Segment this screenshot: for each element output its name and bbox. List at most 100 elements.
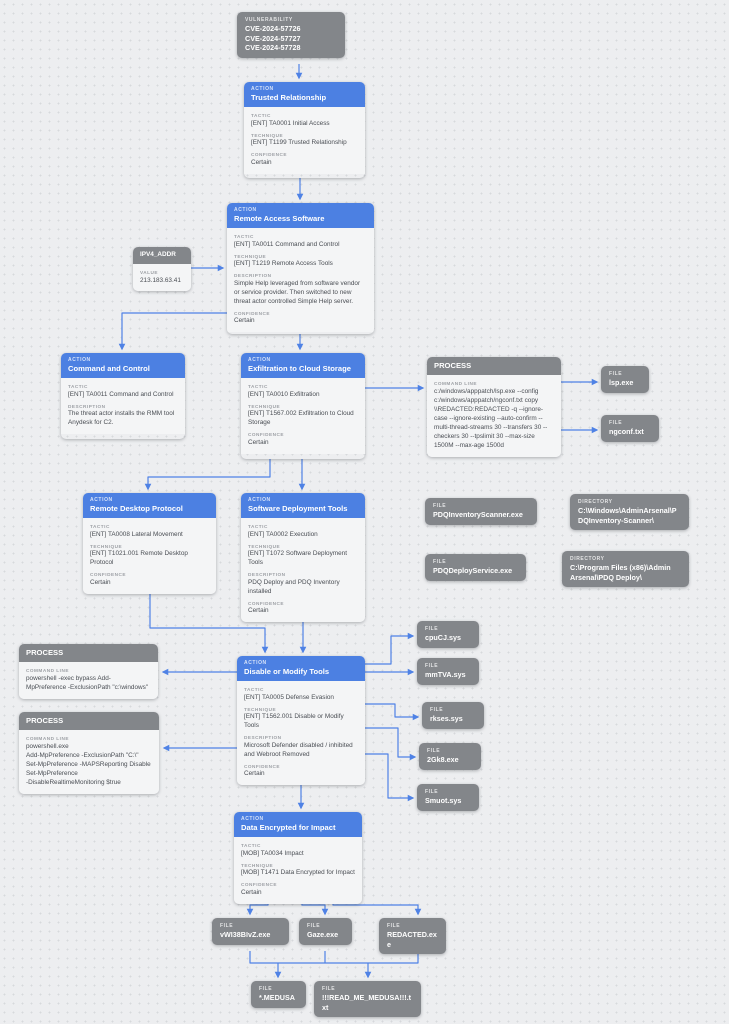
file-node-redacted[interactable]: FILE REDACTED.exe	[379, 918, 446, 955]
node-title: PROCESS	[26, 648, 64, 657]
field-label: CONFIDENCE	[241, 882, 277, 888]
node-type-label: ACTION	[244, 660, 267, 666]
field-value: [ENT] T1567.002 Exfiltration to Cloud St…	[248, 410, 354, 427]
field-value: PDQ Deploy and PDQ Inventory installed	[248, 578, 340, 595]
field-label: TACTIC	[251, 113, 271, 119]
node-type-label: FILE	[425, 626, 439, 632]
field-value: [ENT] TA0001 Initial Access	[251, 119, 330, 127]
file-name: rkses.sys	[430, 714, 463, 723]
file-node-mmtva[interactable]: FILE mmTVA.sys	[417, 658, 479, 685]
field-value: [ENT] TA0008 Lateral Movement	[90, 530, 183, 538]
node-header: ACTION Trusted Relationship	[244, 82, 365, 108]
file-node-vwi38bivz[interactable]: FILE vWI38BIvZ.exe	[212, 918, 289, 945]
file-node-2gk8[interactable]: FILE 2Gk8.exe	[419, 743, 481, 770]
field-label: TACTIC	[248, 524, 268, 530]
directory-node-pdq-inventory[interactable]: DIRECTORY C:\Windows\AdminArsenal\PDQInv…	[570, 494, 689, 531]
file-node-lsp[interactable]: FILE lsp.exe	[601, 366, 649, 393]
file-node-medusa-extension[interactable]: FILE *.MEDUSA	[251, 981, 306, 1008]
field-value: [ENT] TA0005 Defense Evasion	[244, 693, 334, 701]
directory-node-pdq-deploy[interactable]: DIRECTORY C:\Program Files (x86)\Admin A…	[562, 551, 689, 588]
node-type-label: FILE	[322, 986, 336, 992]
node-type-label: FILE	[425, 789, 439, 795]
node-type-label: FILE	[425, 663, 439, 669]
file-name: cpuCJ.sys	[425, 633, 461, 642]
node-type-label: FILE	[307, 923, 321, 929]
node-type-label: FILE	[259, 986, 273, 992]
command-line-value: powershell.exe Add-MpPreference -Exclusi…	[26, 742, 151, 786]
node-header: ACTION Exfiltration to Cloud Storage	[241, 353, 365, 379]
file-node-ransom-note[interactable]: FILE !!!READ_ME_MEDUSA!!!.txt	[314, 981, 421, 1018]
field-value: Microsoft Defender disabled / inhibited …	[244, 741, 353, 758]
file-node-pdq-deploy-service[interactable]: FILE PDQDeployService.exe	[425, 554, 526, 581]
field-label: CONFIDENCE	[90, 572, 126, 578]
field-label: CONFIDENCE	[234, 310, 270, 316]
field-label: CONFIDENCE	[251, 152, 287, 158]
node-title: Command and Control	[68, 364, 150, 373]
field-value: [ENT] TA0010 Exfiltration	[248, 390, 320, 398]
node-body: TACTIC[ENT] TA0001 Initial Access TECHNI…	[244, 107, 365, 174]
command-line-value: c:/windows/apppatch/lsp.exe --config c:/…	[434, 387, 548, 449]
node-body: TACTIC[ENT] TA0011 Command and Control D…	[61, 378, 185, 435]
file-name: Gaze.exe	[307, 930, 339, 939]
node-header: PROCESS	[427, 357, 561, 376]
node-type-label: FILE	[387, 923, 401, 929]
field-value: [MOB] TA0034 Impact	[241, 849, 304, 857]
field-label: TACTIC	[68, 384, 88, 390]
action-node-remote-desktop-protocol[interactable]: ACTION Remote Desktop Protocol TACTIC[EN…	[83, 493, 216, 594]
node-type-label: ACTION	[234, 207, 257, 213]
node-type-label: ACTION	[248, 497, 271, 503]
file-node-smuot[interactable]: FILE Smuot.sys	[417, 784, 479, 811]
vulnerability-node[interactable]: VULNERABILITY CVE-2024-57726 CVE-2024-57…	[237, 12, 345, 59]
action-node-trusted-relationship[interactable]: ACTION Trusted Relationship TACTIC[ENT] …	[244, 82, 365, 178]
field-value: Certain	[251, 158, 272, 166]
field-label: COMMAND LINE	[434, 381, 477, 387]
file-name: PDQInventoryScanner.exe	[433, 510, 523, 519]
file-name: vWI38BIvZ.exe	[220, 930, 271, 939]
node-type-label: FILE	[433, 503, 447, 509]
field-value: [ENT] T1199 Trusted Relationship	[251, 139, 347, 147]
field-value: 213.183.63.41	[140, 276, 181, 284]
node-body: TACTIC[ENT] TA0005 Defense Evasion TECHN…	[237, 681, 365, 786]
action-node-remote-access-software[interactable]: ACTION Remote Access Software TACTIC[ENT…	[227, 203, 374, 334]
node-title: Data Encrypted for Impact	[241, 823, 336, 832]
node-header: ACTION Disable or Modify Tools	[237, 656, 365, 682]
field-label: TACTIC	[241, 843, 261, 849]
node-type-label: FILE	[427, 748, 441, 754]
field-label: CONFIDENCE	[248, 432, 284, 438]
field-label: CONFIDENCE	[248, 600, 284, 606]
node-title: Exfiltration to Cloud Storage	[248, 364, 351, 373]
node-type-label: FILE	[220, 923, 234, 929]
file-name: !!!READ_ME_MEDUSA!!!.txt	[322, 993, 412, 1012]
field-value: [MOB] T1471 Data Encrypted for Impact	[241, 869, 355, 877]
file-name: *.MEDUSA	[259, 993, 295, 1002]
node-type-label: ACTION	[248, 357, 271, 363]
file-node-ngconf[interactable]: FILE ngconf.txt	[601, 415, 659, 442]
file-node-pdq-inventory-scanner[interactable]: FILE PDQInventoryScanner.exe	[425, 498, 537, 525]
node-type-label: VULNERABILITY	[245, 17, 293, 23]
node-header: ACTION Command and Control	[61, 353, 185, 379]
node-body: TACTIC[ENT] TA0002 Execution TECHNIQUE[E…	[241, 518, 365, 623]
node-header: PROCESS	[19, 644, 158, 663]
action-node-software-deployment-tools[interactable]: ACTION Software Deployment Tools TACTIC[…	[241, 493, 365, 623]
field-value: [ENT] T1072 Software Deployment Tools	[248, 550, 347, 567]
field-label: TACTIC	[248, 384, 268, 390]
file-name: ngconf.txt	[609, 427, 644, 436]
field-label: TECHNIQUE	[241, 862, 274, 868]
field-value: Simple Help leveraged from software vend…	[234, 279, 361, 305]
file-node-gaze[interactable]: FILE Gaze.exe	[299, 918, 352, 945]
action-node-data-encrypted-for-impact[interactable]: ACTION Data Encrypted for Impact TACTIC[…	[234, 812, 362, 904]
action-node-command-and-control[interactable]: ACTION Command and Control TACTIC[ENT] T…	[61, 353, 185, 439]
field-value: Certain	[248, 438, 269, 446]
action-node-disable-or-modify-tools[interactable]: ACTION Disable or Modify Tools TACTIC[EN…	[237, 656, 365, 786]
node-type-label: DIRECTORY	[570, 556, 605, 562]
field-label: TECHNIQUE	[248, 403, 281, 409]
action-node-exfiltration-cloud-storage[interactable]: ACTION Exfiltration to Cloud Storage TAC…	[241, 353, 365, 459]
file-node-rkses[interactable]: FILE rkses.sys	[422, 702, 484, 729]
file-node-cpucj[interactable]: FILE cpuCJ.sys	[417, 621, 479, 648]
